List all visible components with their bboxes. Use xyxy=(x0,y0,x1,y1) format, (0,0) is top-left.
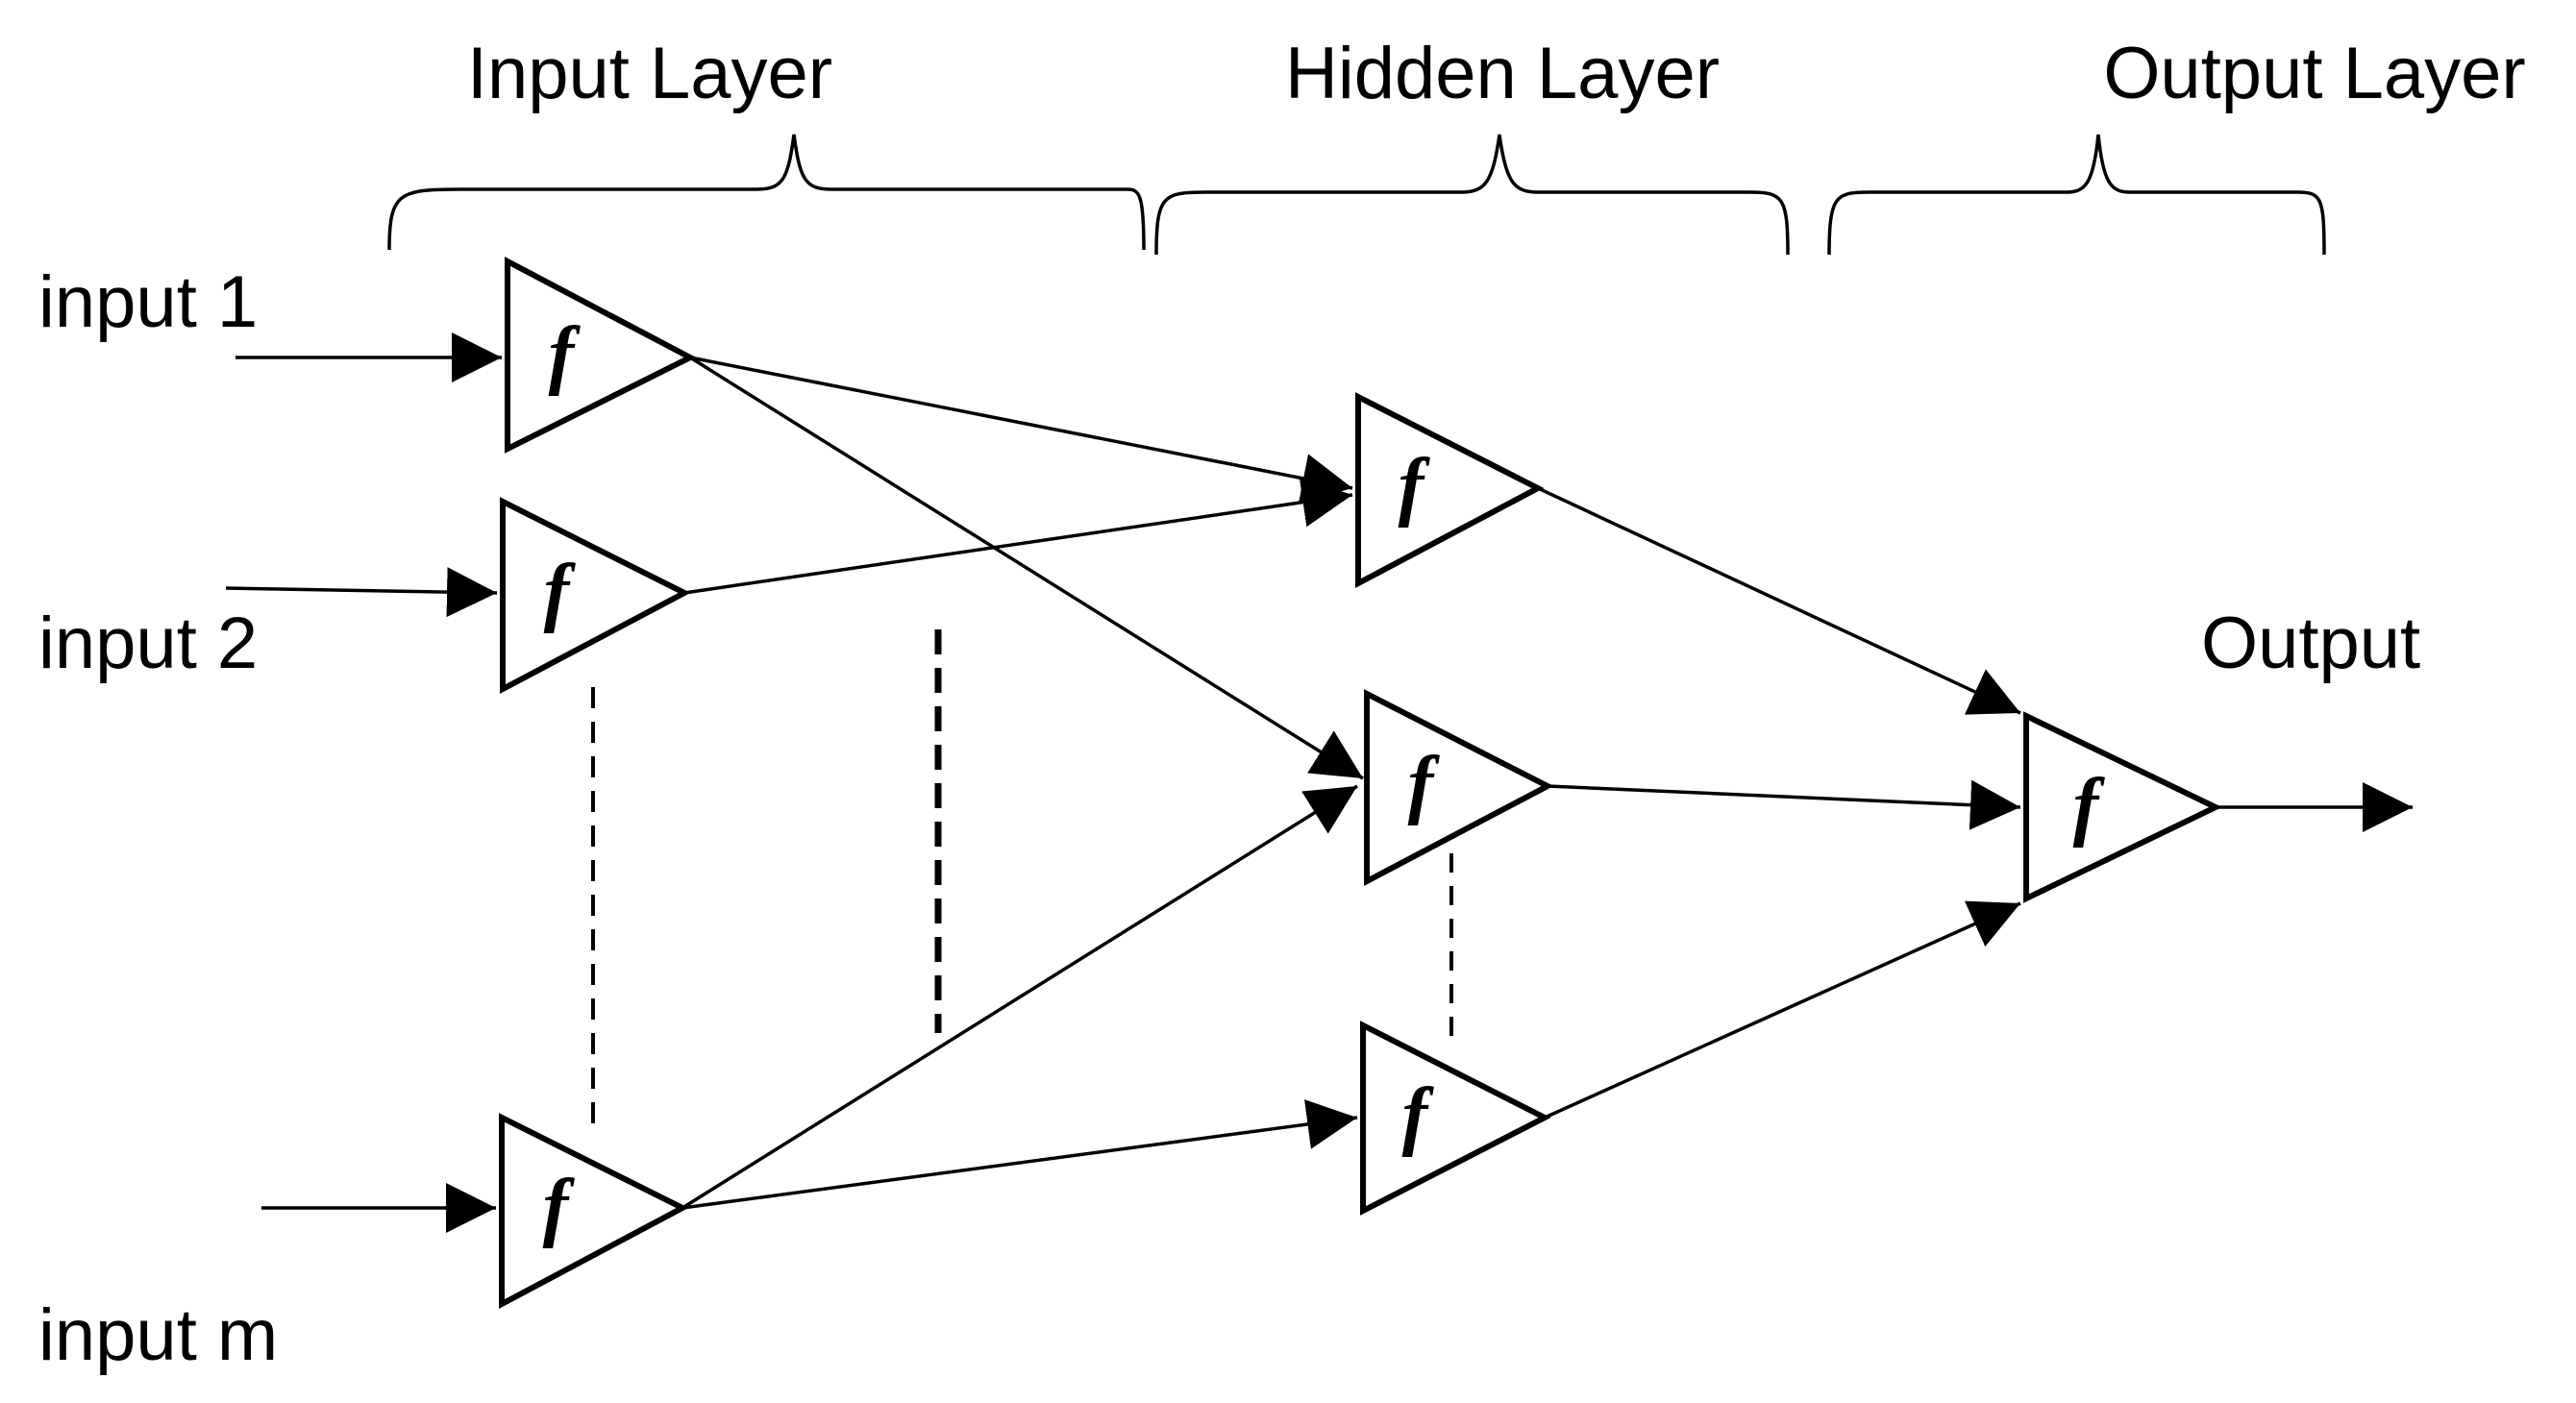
edge-in2-h1 xyxy=(683,477,1353,595)
hidden-layer-title: Hidden Layer xyxy=(1285,33,1720,114)
input-2-label: input 2 xyxy=(38,603,258,684)
input-neuron-2: f xyxy=(500,497,691,694)
hidden-neuron-1: f xyxy=(1355,392,1545,588)
input-m-label: input m xyxy=(38,1294,278,1376)
input-neuron-m: f xyxy=(499,1113,689,1309)
input-layer-brace xyxy=(387,134,1146,251)
edge-inm-h3 xyxy=(681,1099,1358,1210)
hidden-neuron-3: f xyxy=(1360,1021,1551,1216)
input-2-arrow xyxy=(225,567,498,618)
input-1-label: input 1 xyxy=(38,261,258,343)
output-neuron: f xyxy=(2023,711,2222,903)
edge-h1-out xyxy=(1537,486,2021,715)
edge-h3-out xyxy=(1544,900,2021,1120)
hidden-layer-brace xyxy=(1154,134,1790,256)
edge-inm-h2 xyxy=(681,784,1358,1210)
input-neuron-1: f xyxy=(505,257,697,454)
edge-in1-h2 xyxy=(689,356,1364,780)
edge-in1-h1 xyxy=(689,356,1353,504)
output-label: Output xyxy=(2201,603,2420,684)
output-layer-brace xyxy=(1827,134,2326,256)
output-layer-title: Output Layer xyxy=(2103,33,2525,114)
hidden-neuron-2: f xyxy=(1364,689,1554,886)
input-layer-title: Input Layer xyxy=(467,33,832,114)
edge-h2-out xyxy=(1547,779,2021,830)
